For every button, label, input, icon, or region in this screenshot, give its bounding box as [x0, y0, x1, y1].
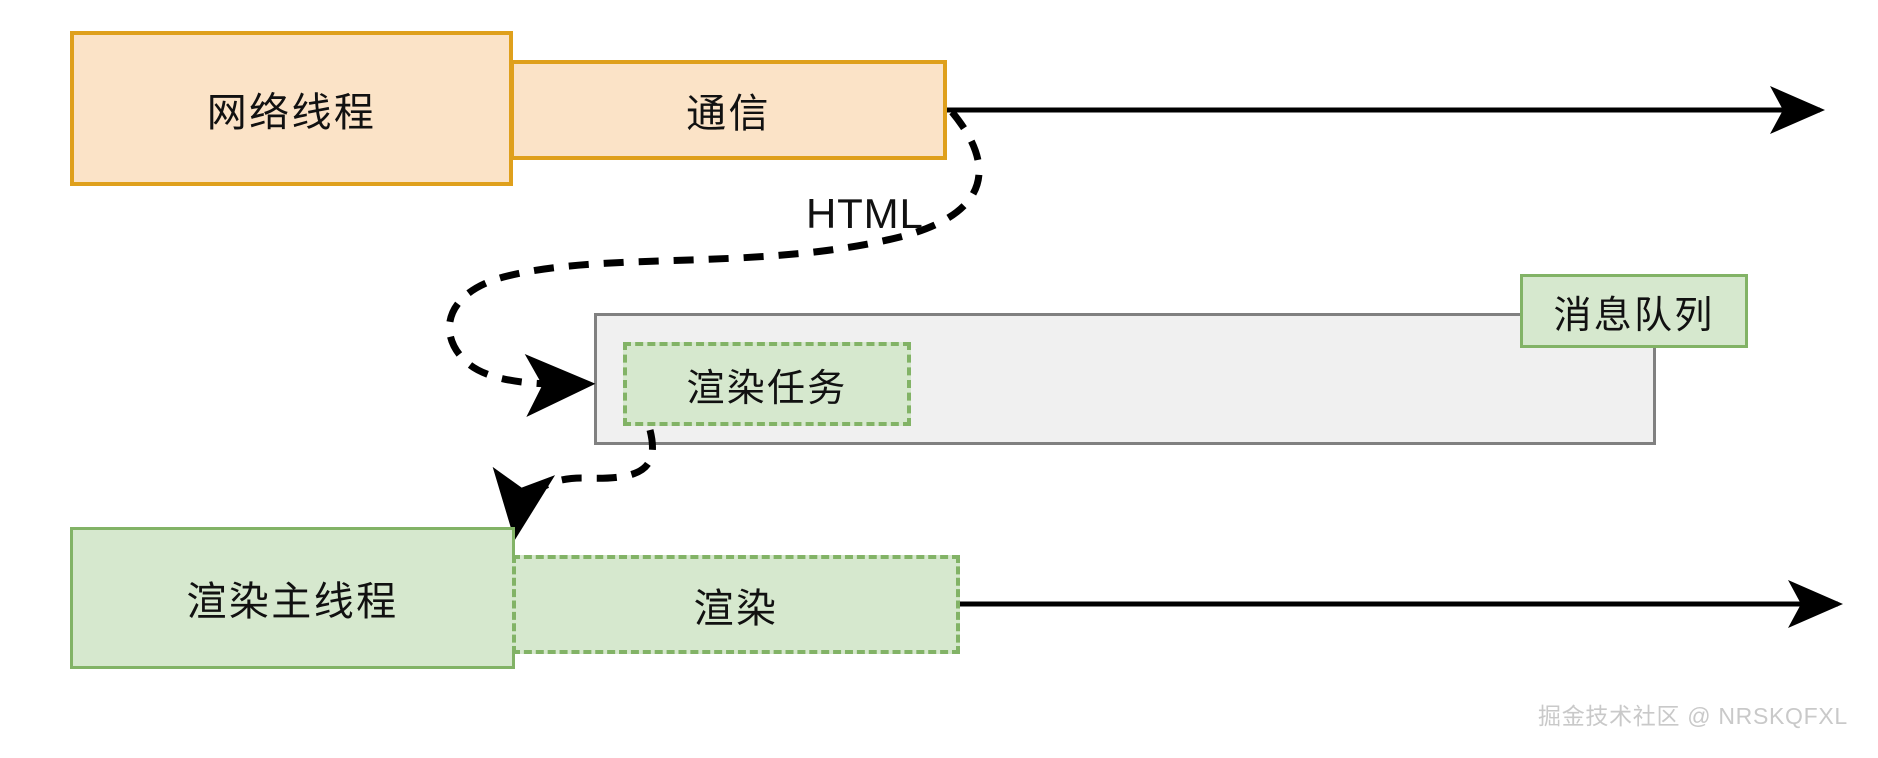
network-thread-communication-block: 通信: [510, 60, 947, 160]
message-queue-item-render-task: 渲染任务: [623, 342, 911, 426]
watermark: 掘金技术社区 @ NRSKQFXL: [1538, 703, 1848, 729]
dequeue-render-task-arrow: [492, 429, 656, 541]
html-annotation-label: HTML: [806, 190, 924, 237]
network-thread-label-box: 网络线程: [70, 31, 513, 186]
message-queue-label: 消息队列: [1520, 274, 1748, 348]
render-main-thread-label-box: 渲染主线程: [70, 527, 515, 669]
render-main-thread-render-block: 渲染: [512, 555, 960, 654]
